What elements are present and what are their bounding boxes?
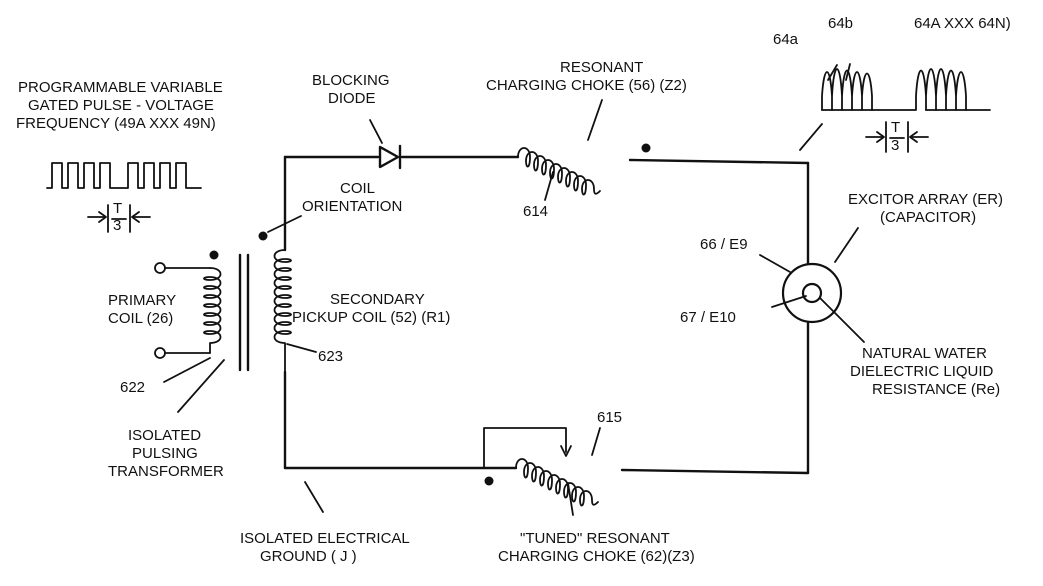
label-secondary-line2: PICKUP COIL (52) (R1) [292,309,450,326]
label-pulse-line3: FREQUENCY (49A XXX 49N) [16,115,216,132]
label-isolated-line1: ISOLATED [128,427,201,444]
leader-lines [163,63,865,516]
label-blocking-line2: DIODE [328,90,376,107]
label-coil-orientation-line2: ORIENTATION [302,198,402,215]
excitor-inner-electrode [801,282,823,304]
label-isolated-line2: PULSING [132,445,198,462]
pulsing-transformer-symbol [154,231,292,373]
label-64a: 64a [773,31,799,48]
label-623: 623 [318,348,343,365]
label-secondary-line1: SECONDARY [330,291,425,308]
label-614: 614 [523,203,548,220]
blocking-diode-symbol [378,144,402,170]
label-primary-line2: COIL (26) [108,310,173,327]
label-pulse-line2: GATED PULSE - VOLTAGE [28,97,214,114]
excitor-array-symbol [781,262,843,324]
label-64b: 64b [828,15,853,32]
label-64A-64N: 64A XXX 64N) [914,15,1011,32]
label-ground-line1: ISOLATED ELECTRICAL [240,530,410,547]
polarity-dot-top [641,143,651,153]
tuned-choke-bottom [483,427,599,507]
label-t-right: T [891,119,900,136]
resonant-pulse-waveform [821,68,991,153]
label-excitor-line2: (CAPACITOR) [880,209,976,226]
wire-bottom-right [620,468,810,475]
label-isolated-line3: TRANSFORMER [108,463,224,480]
primary-terminal-top [154,262,166,274]
polarity-dot-primary [209,250,219,260]
label-e9: 66 / E9 [700,236,748,253]
label-three-left: 3 [113,217,121,234]
label-e10: 67 / E10 [680,309,736,326]
label-excitor-line1: EXCITOR ARRAY (ER) [848,191,1003,208]
label-three-right: 3 [891,137,899,154]
label-t-left: T [113,200,122,217]
label-resonant-line2: CHARGING CHOKE (56) (Z2) [486,77,687,94]
label-tuned-line1: "TUNED" RESONANT [520,530,670,547]
gated-pulse-waveform [46,162,202,233]
label-622: 622 [120,379,145,396]
label-pulse-line1: PROGRAMMABLE VARIABLE [18,79,223,96]
label-resonant-line1: RESONANT [560,59,643,76]
polarity-dot-bottom [484,476,494,486]
resonant-choke-top [517,143,651,196]
polarity-dot-secondary [258,231,268,241]
circuit-wires [283,155,810,475]
primary-terminal-bottom [154,347,166,359]
label-primary-line1: PRIMARY [108,292,176,309]
label-water-line3: RESISTANCE (Re) [872,381,1000,398]
label-tuned-line2: CHARGING CHOKE (62)(Z3) [498,548,695,565]
label-coil-orientation-line1: COIL [340,180,375,197]
label-ground-line2: GROUND ( J ) [260,548,357,565]
label-water-line2: DIELECTRIC LIQUID [850,363,994,380]
label-blocking-line1: BLOCKING [312,72,390,89]
label-615: 615 [597,409,622,426]
label-water-line1: NATURAL WATER [862,345,987,362]
diagram-labels: PROGRAMMABLE VARIABLE GATED PULSE - VOLT… [16,15,1011,565]
wire-top-right [628,158,810,165]
